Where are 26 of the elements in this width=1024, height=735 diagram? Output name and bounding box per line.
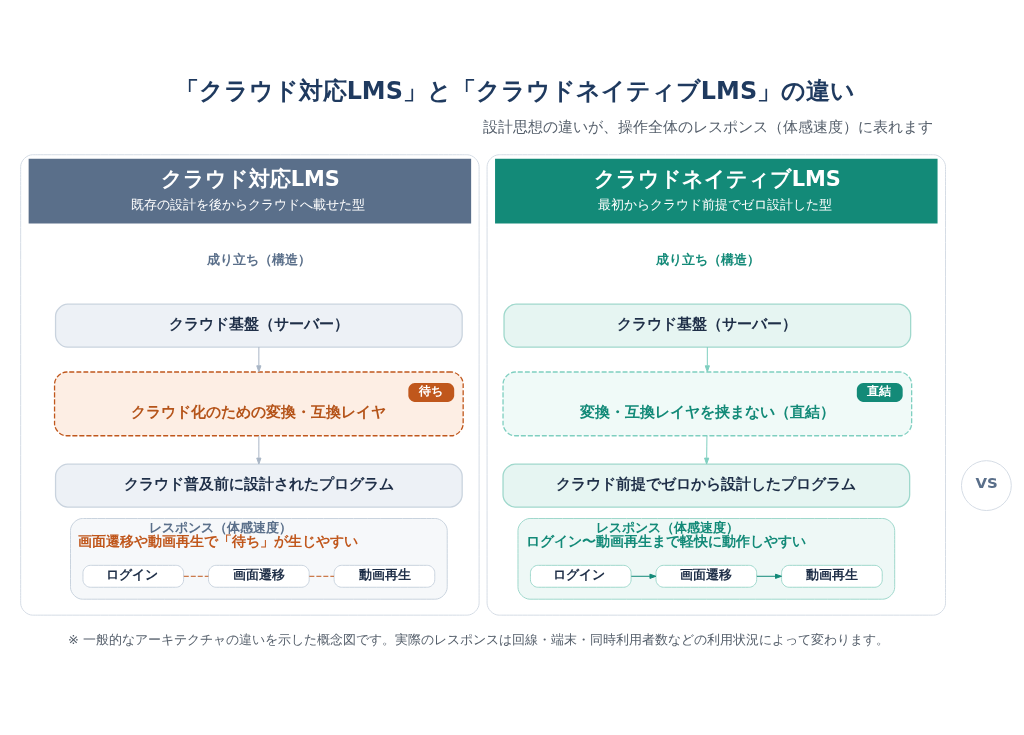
node-box: クラウド基盤（サーバー） (503, 303, 912, 348)
arrow (756, 573, 782, 579)
arrow (630, 573, 657, 579)
node-box: クラウド前提でゼロから設計したプログラム (502, 463, 911, 508)
node-box: 画面遷移 (208, 564, 310, 588)
diagram-title: 「クラウド対応LMS」と「クラウドネイティブLMS」の違い (174, 76, 856, 105)
node-box: 動画再生 (781, 564, 883, 588)
node-circle: VS (961, 459, 1012, 511)
arrow (704, 434, 710, 465)
label: 成り立ち（構造） (655, 251, 760, 267)
node-box: 画面遷移 (655, 564, 758, 588)
arrow (256, 346, 262, 372)
node-box: 待ち クラウド化のための変換・互換レイヤ (53, 370, 464, 436)
connector (183, 575, 209, 577)
label: 設計思想の違いが、操作全体のレスポンス（体感速度）に表れます (482, 117, 933, 136)
arrow (256, 434, 262, 465)
node-box: クラウド基盤（サーバー） (54, 303, 463, 348)
node-box: ログイン (82, 564, 185, 588)
caption: ※ 一般的なアーキテクチャの違いを示した概念図です。実際のレスポンスは回線・端末・同時利用者数などの利用状況によって変わります。 (68, 631, 889, 647)
connector (308, 575, 335, 577)
arrow (704, 346, 710, 372)
node-box: 直結 変換・互換レイヤを挟まない（直結） (502, 370, 913, 436)
node-box: クラウド普及前に設計されたプログラム (54, 463, 463, 508)
label: 成り立ち（構造） (207, 251, 312, 267)
node-box: 動画再生 (333, 564, 436, 588)
node-box: ログイン (529, 564, 632, 588)
